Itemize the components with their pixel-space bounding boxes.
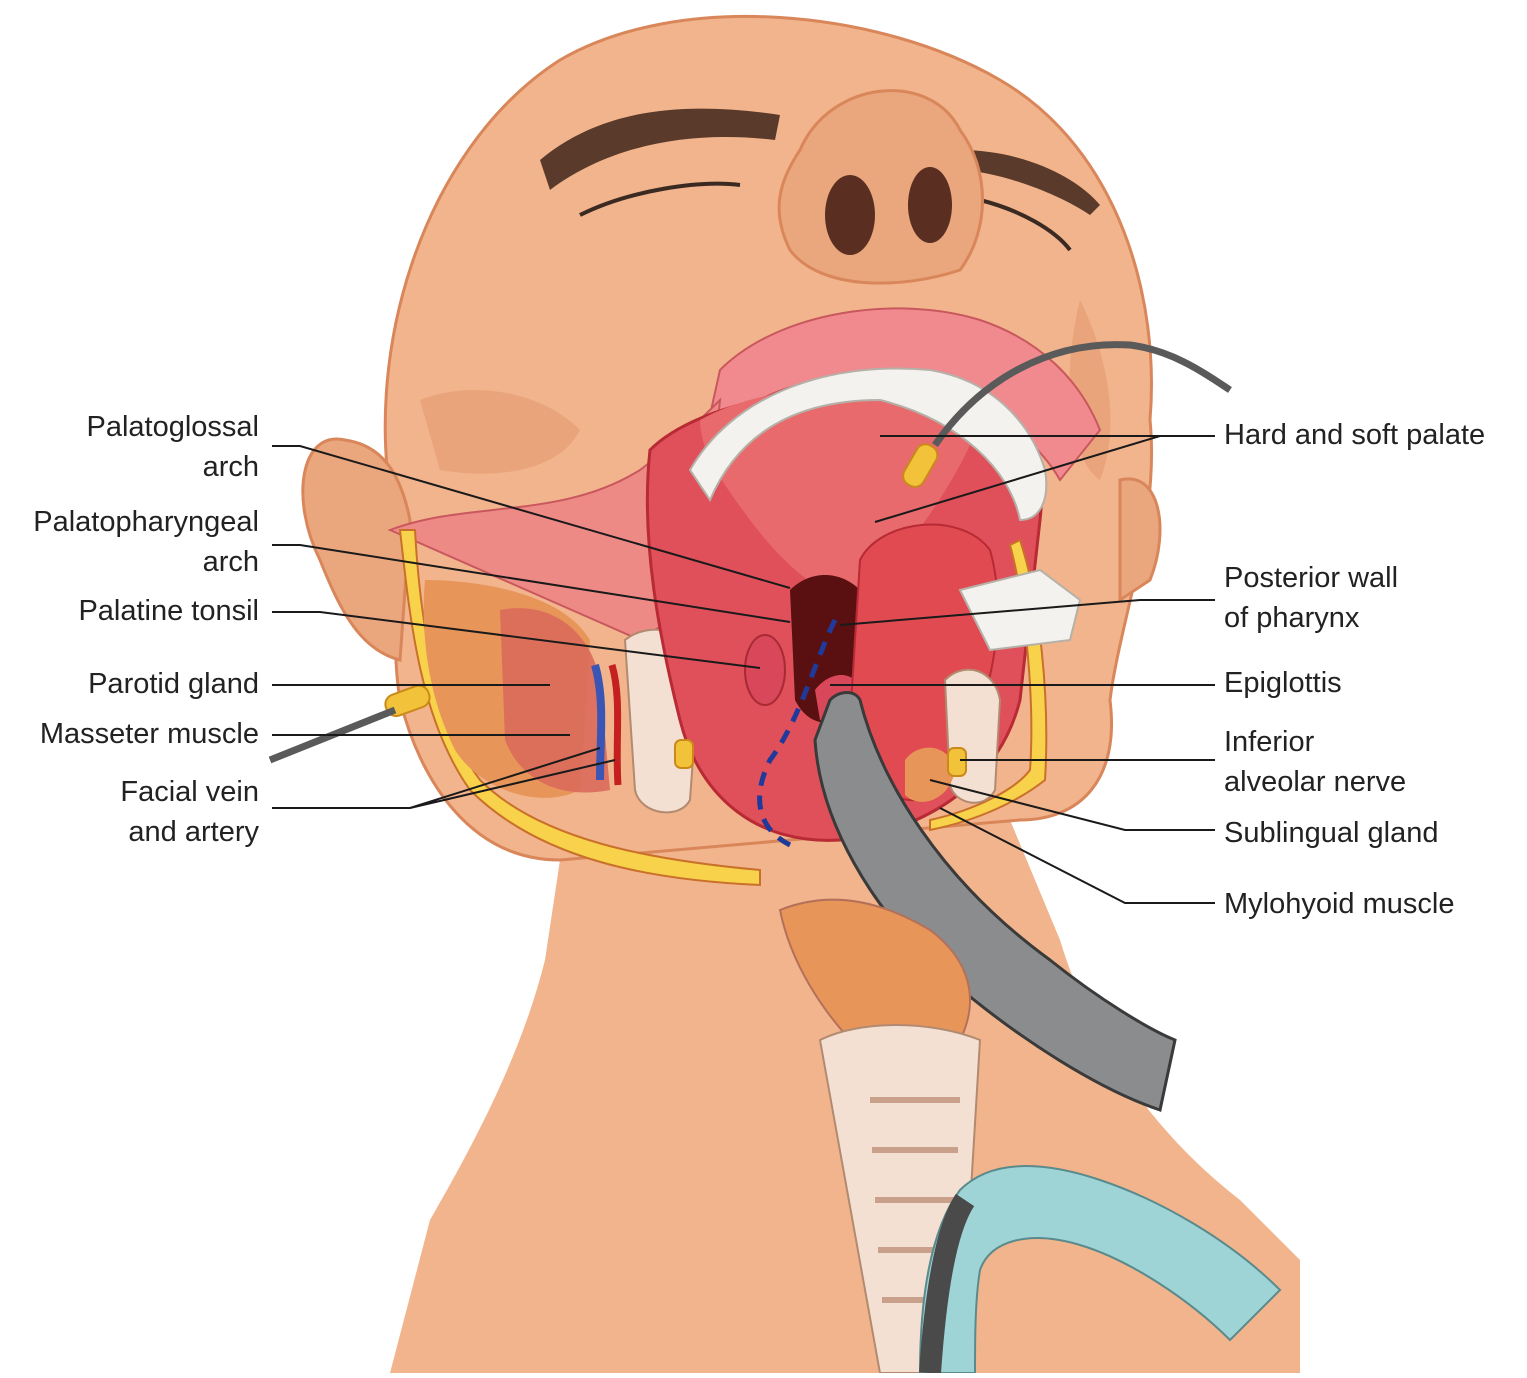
label-sublingual-gland: Sublingual gland: [1224, 817, 1439, 849]
label-epiglottis: Epiglottis: [1224, 667, 1342, 699]
tonsil-shape: [744, 634, 786, 706]
leader-mylohyoid: [939, 807, 1215, 904]
label-facial-vein-artery: Facial vein and artery: [120, 776, 259, 848]
right-ear: [1118, 477, 1162, 603]
leader-lines: [272, 435, 1215, 904]
facial-vein: [591, 663, 606, 781]
palate: [700, 388, 980, 600]
label-palatopharyngeal-arch: Palatopharyngeal arch: [33, 506, 259, 578]
right-eye: [979, 198, 1072, 252]
right-retractor-tab: [902, 443, 939, 488]
label-palatine-tonsil: Palatine tonsil: [78, 595, 259, 627]
label-palatoglossal-arch: Palatoglossal arch: [86, 411, 260, 483]
right-fat-band: [929, 538, 1048, 832]
label-inferior-alveolar-nerve: Inferior alveolar nerve: [1224, 726, 1407, 798]
nerve-retractor-tab-right: [947, 747, 967, 777]
right-mandible: [943, 668, 1002, 804]
leader-posterior-pharynx: [839, 599, 1215, 626]
sublingual-gland-shape: [905, 747, 955, 802]
label-masseter-muscle: Masseter muscle: [39, 718, 259, 750]
masseter-shape: [500, 608, 610, 793]
thyroid-cartilage: [778, 898, 971, 1052]
label-hard-soft-palate: Hard and soft palate: [1224, 419, 1486, 451]
nerve-retractor-tab: [674, 739, 694, 769]
leader-facial-vessels: [272, 747, 616, 809]
label-parotid-gland: Parotid gland: [88, 668, 259, 700]
leader-hard-soft-palate: [874, 435, 1215, 523]
left-eye: [579, 181, 741, 217]
left-retractor-tab: [384, 684, 431, 718]
leader-palatoglossal: [272, 445, 791, 589]
facial-artery: [608, 664, 622, 786]
label-mylohyoid-muscle: Mylohyoid muscle: [1224, 888, 1455, 920]
dashed-path: [757, 618, 838, 848]
leader-sublingual: [929, 779, 1215, 831]
trachea-rings: [870, 1097, 960, 1303]
right-eyebrow: [960, 150, 1100, 215]
leader-palatine-tonsil: [272, 611, 761, 669]
leader-palatopharyngeal: [272, 544, 791, 623]
right-retractor-wire: [932, 341, 1232, 447]
right-nostril: [908, 167, 952, 243]
upper-teeth: [688, 367, 1048, 522]
cheek-shadow-left: [420, 390, 580, 474]
tube-inner: [919, 1193, 975, 1374]
endotracheal-tube: [918, 1165, 1282, 1374]
left-eyebrow: [540, 108, 780, 190]
left-nostril: [825, 175, 875, 255]
label-posterior-wall-pharynx: Posterior wall of pharynx: [1224, 562, 1399, 634]
